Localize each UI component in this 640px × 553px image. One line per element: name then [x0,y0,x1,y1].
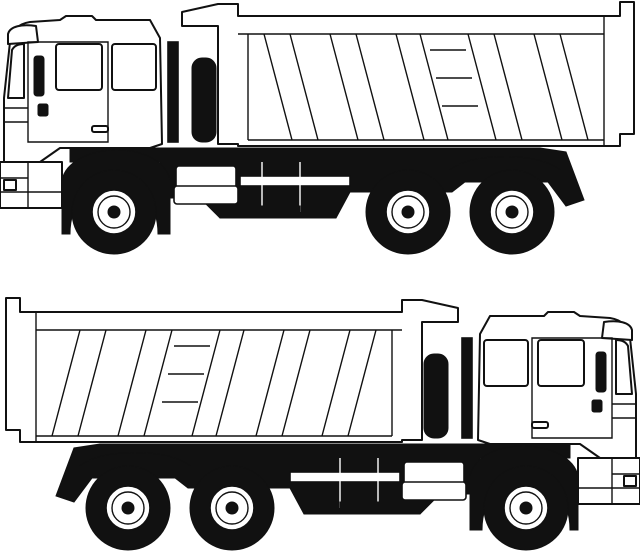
dump-truck-bottom [5,297,640,551]
dump-truck-top [0,1,635,255]
